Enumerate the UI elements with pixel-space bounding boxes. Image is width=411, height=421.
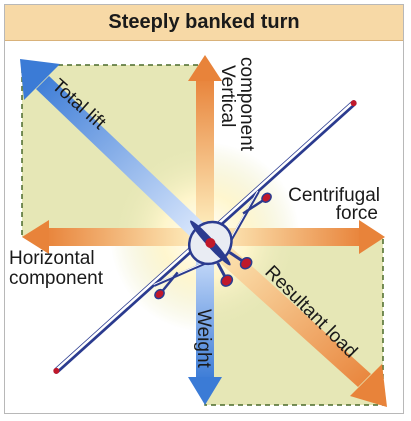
left-wingtip-light <box>53 367 60 374</box>
upper-left-dashed-box <box>21 64 206 238</box>
right-wingtip-light <box>350 100 357 107</box>
page-title: Steeply banked turn <box>108 11 300 33</box>
airplane <box>53 100 357 374</box>
right-tail-wheel <box>261 192 272 203</box>
banked-turn-diagram: Total lift Vertical component Centrifuga… <box>9 55 387 407</box>
weight-label: Weight <box>193 309 214 369</box>
figure-frame: Steeply banked turn <box>4 4 404 414</box>
total-lift-arrow <box>20 59 212 244</box>
horizontal-component-arrow <box>22 220 205 254</box>
right-wheel <box>239 257 253 270</box>
title-bar: Steeply banked turn <box>5 5 403 41</box>
centrifugal-force-label-line2: force <box>336 203 378 224</box>
propeller-spinner <box>205 237 216 248</box>
weight-arrow <box>188 237 222 405</box>
horizontal-component-label-line1: Horizontal <box>9 248 95 269</box>
left-tail-wheel <box>154 288 165 300</box>
centrifugal-force-arrow <box>205 220 385 254</box>
centrifugal-force-label-line1: Centrifugal <box>288 185 380 206</box>
horizontal-component-label-line2: component <box>9 268 104 289</box>
resultant-load-arrow <box>198 230 387 407</box>
vertical-component-label-line2: component <box>236 57 257 152</box>
left-wheel <box>220 274 234 287</box>
vertical-component-label-line1: Vertical <box>217 65 238 127</box>
vertical-component-arrow <box>188 55 222 237</box>
